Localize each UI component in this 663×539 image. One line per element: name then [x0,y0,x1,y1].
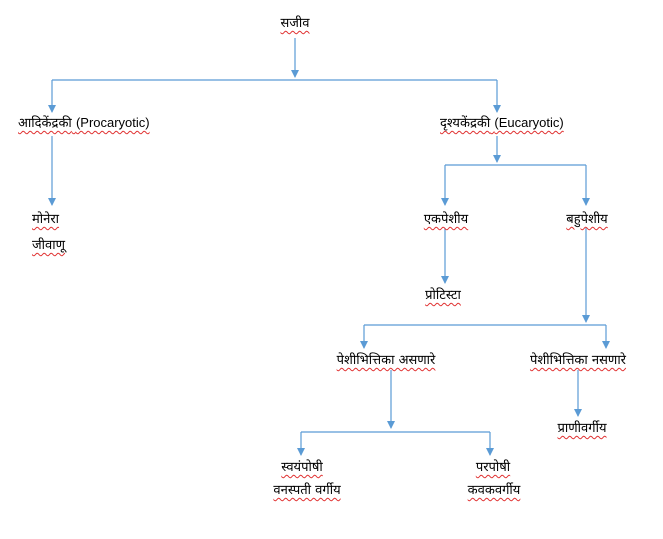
node-prokaryote: आदिकेंद्रकी (Procaryotic) [18,114,150,133]
node-heterotroph-line2: कवकवर्गीय [467,483,521,498]
node-without-cell-wall: पेशीभित्तिका नसणारे [529,353,627,368]
node-animals: प्राणीवर्गीय [557,421,607,436]
node-heterotroph-line1: परपोषी [475,460,511,475]
node-protista: प्रोटिस्टा [425,288,461,303]
node-monera-line1: मोनेरा [32,212,60,227]
node-root: सजीव [280,16,310,31]
node-eukaryote: दृश्यकेंद्रकी (Eucaryotic) [440,114,564,133]
node-prokaryote-label: आदिकेंद्रकी [18,116,72,131]
node-unicellular: एकपेशीय [423,212,469,227]
node-multicellular: बहुपेशीय [566,212,608,227]
node-autotroph-line2: वनस्पती वर्गीय [273,483,341,498]
node-with-cell-wall: पेशीभित्तिका असणारे [336,353,436,368]
node-eukaryote-label: दृश्यकेंद्रकी [440,116,491,131]
node-prokaryote-latin: (Procaryotic) [75,115,150,130]
node-monera-line2: जीवाणू [32,238,66,253]
node-eukaryote-latin: (Eucaryotic) [494,115,564,130]
node-autotroph-line1: स्वयंपोषी [281,460,323,475]
